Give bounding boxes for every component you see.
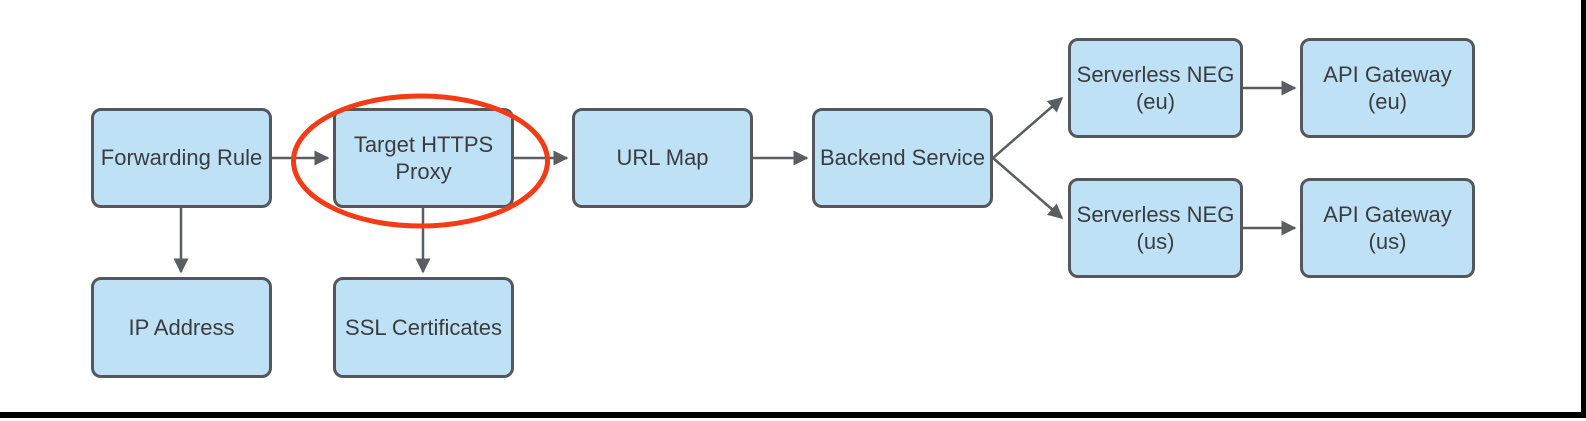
edge-backend-service-to-serverless-neg-eu xyxy=(992,97,1064,159)
node-api-gateway-eu: API Gateway (eu) xyxy=(1300,38,1475,138)
node-url-map: URL Map xyxy=(572,108,753,208)
node-label: IP Address xyxy=(128,314,235,340)
node-api-gateway-us: API Gateway (us) xyxy=(1300,178,1475,278)
node-forwarding-rule: Forwarding Rule xyxy=(91,108,272,208)
node-ip-address: IP Address xyxy=(91,277,272,378)
node-label: Forwarding Rule xyxy=(100,145,263,171)
node-serverless-neg-us: Serverless NEG (us) xyxy=(1068,178,1243,278)
node-label: Serverless NEG (us) xyxy=(1076,201,1235,255)
node-label: Target HTTPS Proxy xyxy=(353,131,494,185)
window-edge-right xyxy=(1581,0,1586,418)
window-edge-bottom xyxy=(0,412,1586,418)
node-label: API Gateway (us) xyxy=(1323,201,1452,255)
node-label: API Gateway (eu) xyxy=(1323,61,1452,115)
node-label: Serverless NEG (eu) xyxy=(1076,61,1235,115)
node-backend-service: Backend Service xyxy=(812,108,993,208)
node-serverless-neg-eu: Serverless NEG (eu) xyxy=(1068,38,1243,138)
edge-backend-service-to-serverless-neg-us xyxy=(992,157,1064,219)
node-target-https-proxy: Target HTTPS Proxy xyxy=(333,108,514,208)
node-label: SSL Certificates xyxy=(345,314,502,340)
node-label: Backend Service xyxy=(819,145,986,171)
node-ssl-certificates: SSL Certificates xyxy=(333,277,514,378)
node-label: URL Map xyxy=(616,145,709,171)
